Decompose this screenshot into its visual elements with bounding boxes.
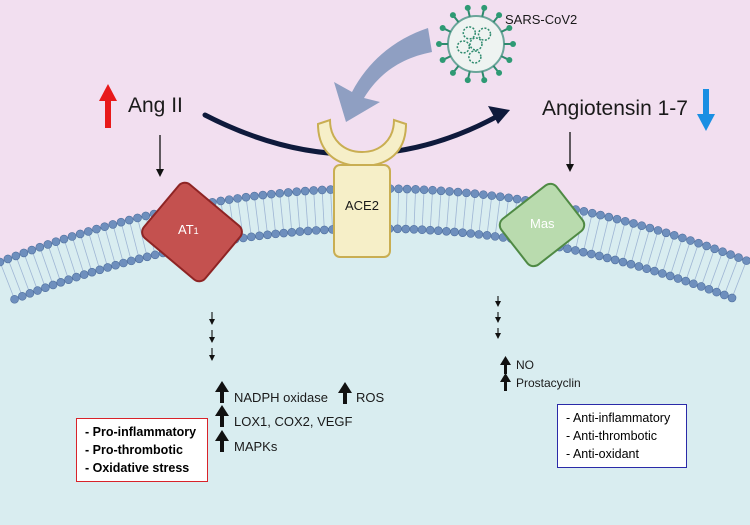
- effect-item: - Anti-inflammatory: [566, 411, 671, 425]
- red-up-arrow-icon: [99, 84, 117, 128]
- left-pathway-item-extra: ROS: [356, 390, 385, 405]
- blue-down-arrow-icon: [697, 89, 715, 131]
- left-pathway-item: LOX1, COX2, VEGF: [234, 414, 353, 429]
- effect-item: - Pro-thrombotic: [85, 443, 183, 457]
- ace2-label: ACE2: [345, 198, 379, 213]
- virus-binding-arrow: [334, 28, 432, 122]
- at1-label: AT1: [178, 222, 199, 237]
- at1-receptor: [141, 181, 243, 283]
- virus-label: SARS-CoV2: [505, 12, 578, 27]
- ace2-receptor: [316, 118, 408, 258]
- right-up-arrow-icons: [500, 356, 511, 391]
- right-pathway-item: NO: [516, 358, 534, 372]
- ang2-label: Ang II: [128, 94, 183, 117]
- left-pathway-item: MAPKs: [234, 439, 278, 454]
- effect-item: - Oxidative stress: [85, 461, 190, 475]
- mas-receptor: [498, 182, 586, 268]
- anti-effects-box: - Anti-inflammatory - Anti-thrombotic - …: [557, 404, 687, 468]
- effect-item: - Pro-inflammatory: [85, 425, 197, 439]
- left-pathway-item: NADPH oxidase: [234, 390, 328, 405]
- right-pathway-item: Prostacyclin: [516, 376, 581, 390]
- pro-effects-box: - Pro-inflammatory - Pro-thrombotic - Ox…: [76, 418, 208, 482]
- at1-subscript: 1: [193, 226, 199, 236]
- left-up-arrow-icons: [215, 381, 352, 452]
- conversion-arrow: [202, 109, 508, 157]
- effect-item: - Anti-thrombotic: [566, 429, 658, 443]
- conversion-arrowhead: [488, 106, 510, 124]
- angiotensin17-label: Angiotensin 1-7: [542, 97, 688, 120]
- mas-label: Mas: [530, 216, 555, 231]
- sars-cov2-virus-icon: [436, 4, 516, 84]
- effect-item: - Anti-oxidant: [566, 447, 639, 461]
